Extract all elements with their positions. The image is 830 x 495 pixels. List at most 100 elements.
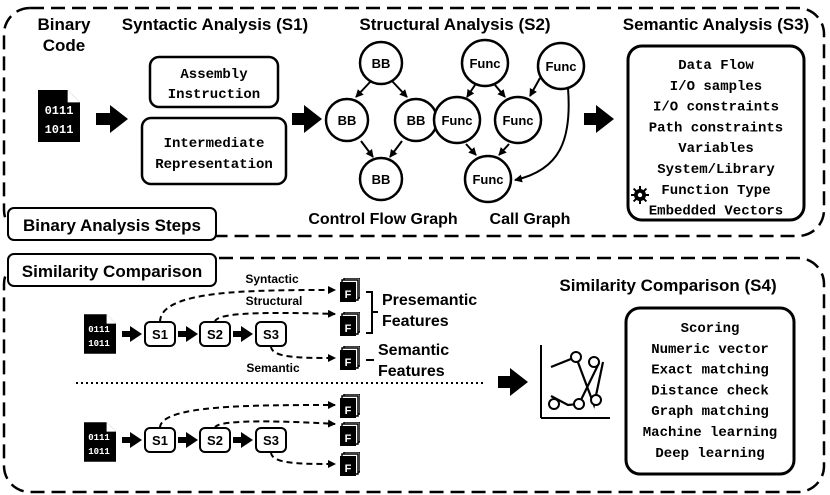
s4-item: Graph matching [651,404,769,420]
s4-item: Deep learning [655,446,764,462]
edge-label-semantic: Semantic [246,361,300,375]
binary-file-icon-bottom-2: 0111 1011 [84,422,116,462]
svg-text:0111: 0111 [88,325,110,335]
cfg-node-right: BB [393,97,439,143]
presemantic-brace [366,291,373,334]
s4-item: Machine learning [643,425,777,441]
binary-code-title-line1: Binary [38,15,91,34]
feature-file-icon: F [340,452,360,476]
binary-analysis-section [2,6,826,238]
s3-item: Embedded Vectors [649,204,783,220]
svg-text:Func: Func [441,113,472,128]
feature-file-icon: F [340,278,360,302]
svg-text:F: F [345,433,352,445]
arrow-icon [233,432,253,448]
binary-digits-line2: 1011 [45,123,74,137]
semantic-features-line1: Semantic [378,342,449,359]
s3-item: I/O samples [670,79,762,95]
similarity-comparison-label: Similarity Comparison [22,262,202,281]
svg-text:1011: 1011 [88,339,110,349]
feature-file-icon: F [340,394,360,418]
svg-text:F: F [345,289,352,301]
feature-file-icon: F [340,422,360,446]
arrow-icon [122,432,142,448]
s4-item: Scoring [681,321,740,337]
svg-text:Func: Func [545,59,576,74]
s3-item: Path constraints [649,120,783,136]
s3-item: Data Flow [678,58,754,74]
cg-node-mid-right: Func [493,95,543,145]
s4-item: Numeric vector [651,342,769,358]
step-s3-top: S3 [255,321,287,347]
svg-text:BB: BB [372,172,391,187]
svg-text:S1: S1 [152,327,168,342]
s3-item: System/Library [657,162,775,178]
step-s1-top: S1 [144,321,176,347]
ir-line1: Intermediate [164,136,265,152]
svg-text:F: F [345,323,352,335]
svg-text:BB: BB [338,113,357,128]
arrow-s2-to-s3-icon [584,105,614,133]
arrow-icon [178,432,198,448]
cfg-node-bottom: BB [358,156,404,202]
s2-title: Structural Analysis (S2) [359,15,550,34]
binary-file-icon: 0111 1011 [38,90,80,142]
s3-item: Function Type [661,183,770,199]
cg-node-bottom: Func [463,154,513,204]
step-s2-bottom: S2 [199,427,231,453]
cfg-node-top: BB [358,40,404,86]
binary-code-title-line2: Code [43,36,86,55]
gear-icon [631,186,649,204]
svg-text:0111: 0111 [88,433,110,443]
cg-node-top-left: Func [460,38,510,88]
binary-digits-line1: 0111 [45,104,74,118]
arrow-to-comparison-icon [498,368,528,396]
cfg-label: Control Flow Graph [308,211,457,228]
cfg-node-left: BB [324,97,370,143]
svg-text:S1: S1 [152,433,168,448]
step-s3-bottom: S3 [255,427,287,453]
presemantic-label-line1: Presemantic [382,292,477,309]
s3-item: I/O constraints [653,100,779,116]
svg-text:Func: Func [502,113,533,128]
similarity-comparison-section [2,256,826,494]
svg-text:S3: S3 [263,433,279,448]
svg-text:S2: S2 [207,433,223,448]
s1-title: Syntactic Analysis (S1) [122,15,308,34]
svg-text:F: F [345,357,352,369]
s3-title: Semantic Analysis (S3) [623,15,809,34]
s4-item: Exact matching [651,363,769,379]
comparison-chart-icon [540,345,610,419]
presemantic-label-line2: Features [382,313,449,330]
semantic-features-line2: Features [378,363,445,380]
binary-analysis-steps-tag: Binary Analysis Steps [7,207,217,241]
feature-file-icon: F [340,346,360,370]
similarity-comparison-tag: Similarity Comparison [7,253,217,287]
step-s1-bottom: S1 [144,427,176,453]
assembly-line1: Assembly [180,67,248,83]
svg-text:F: F [345,463,352,475]
arrow-icon [233,326,253,342]
cg-node-top-right: Func [536,41,586,91]
assembly-instruction-box: Assembly Instruction [148,55,280,109]
s3-item: Variables [678,141,754,157]
edge-label-structural: Structural [246,294,303,308]
assembly-line2: Instruction [168,87,260,103]
binary-file-icon-bottom-1: 0111 1011 [84,314,116,354]
svg-text:S2: S2 [207,327,223,342]
arrow-icon [122,326,142,342]
step-s2-top: S2 [199,321,231,347]
svg-text:F: F [345,405,352,417]
svg-text:BB: BB [372,56,391,71]
binary-analysis-steps-label: Binary Analysis Steps [23,216,201,235]
svg-text:S3: S3 [263,327,279,342]
s4-title: Similarity Comparison (S4) [559,276,776,295]
cg-label: Call Graph [490,211,571,228]
edge-label-syntactic: Syntactic [245,272,299,286]
feature-file-icon: F [340,312,360,336]
arrow-icon [178,326,198,342]
svg-text:1011: 1011 [88,447,110,457]
